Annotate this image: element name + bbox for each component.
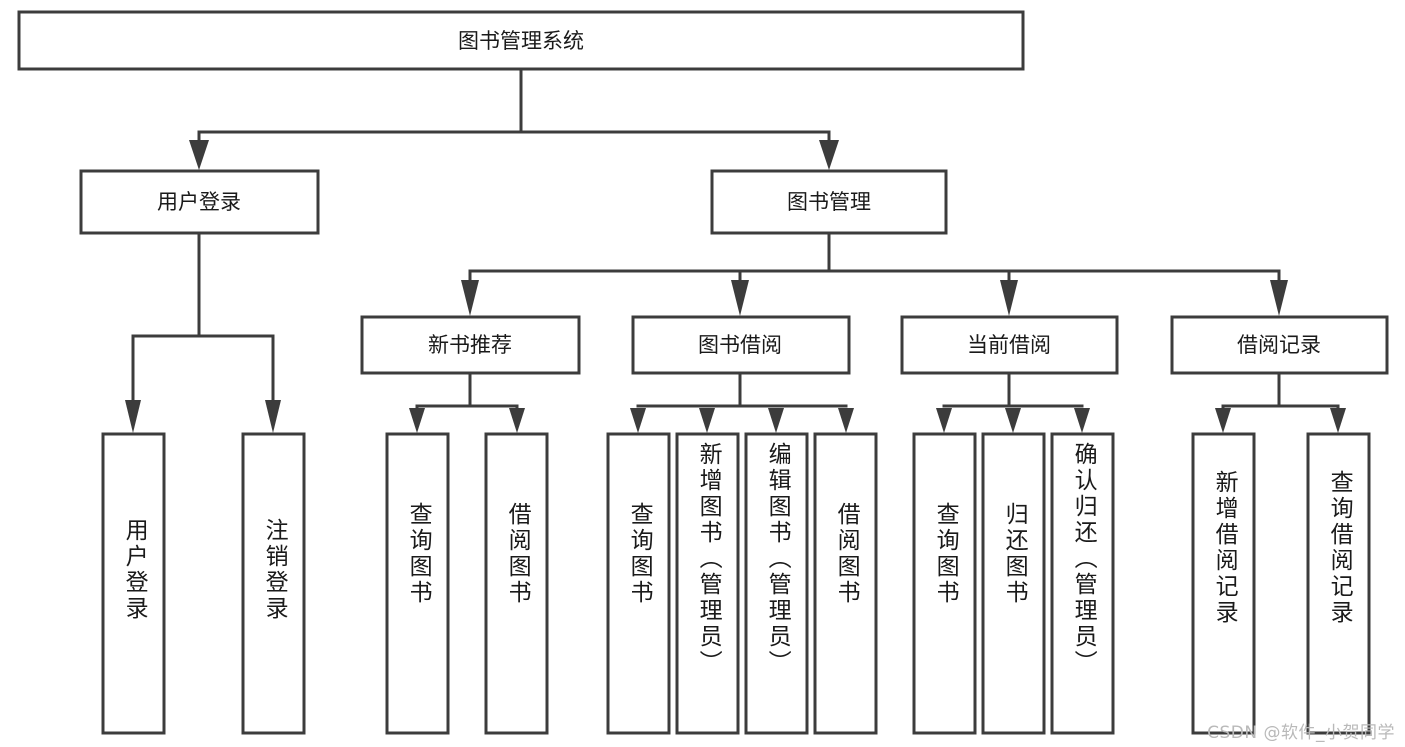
leaf-box-user-logout[interactable]: [241, 432, 306, 735]
leaf-box-query-record[interactable]: [1306, 432, 1371, 735]
node-book-manage-label: 图书管理: [787, 190, 871, 214]
connector-group-current-borrow-to-leaves: [936, 371, 1090, 433]
node-root-label: 图书管理系统: [458, 29, 584, 53]
connector-group-borrow-record-to-leaves: [1215, 371, 1346, 433]
leaf-box-borrow-book-2[interactable]: [813, 432, 878, 735]
node-borrow-record-label: 借阅记录: [1237, 333, 1321, 357]
arrow-head-new-book: [461, 280, 479, 316]
node-current-borrow[interactable]: 当前借阅: [900, 315, 1119, 375]
node-borrow-record-box[interactable]: [1170, 315, 1389, 375]
leaf-box-borrow-book-1[interactable]: [484, 432, 549, 735]
leaf-box-edit-book[interactable]: [744, 432, 809, 735]
connector-group-new-book-to-leaves: [409, 371, 525, 433]
connector-group-root-to-level2: [189, 67, 839, 170]
node-book-borrow[interactable]: 图书借阅: [631, 315, 851, 375]
node-root-box[interactable]: [17, 10, 1025, 71]
arrow-head-leaf-query-record: [1330, 408, 1346, 433]
arrow-head-leaf-add-book: [699, 408, 715, 433]
connector-group-user-login-to-leaves: [125, 231, 281, 433]
arrow-head-current-borrow: [1000, 280, 1018, 316]
node-book-borrow-label: 图书借阅: [698, 333, 782, 357]
arrow-head-leaf-user-login: [125, 400, 141, 433]
leaf-box-add-record[interactable]: [1191, 432, 1256, 735]
leaf-box-query-book-1[interactable]: [385, 432, 450, 735]
arrow-head-leaf-borrow-book-2: [838, 408, 854, 433]
node-new-book-recommend-label: 新书推荐: [428, 333, 512, 357]
node-new-book-recommend-box[interactable]: [360, 315, 581, 375]
arrow-head-leaf-query-book-1: [409, 408, 425, 433]
arrow-head-leaf-confirm-return: [1074, 408, 1090, 433]
arrow-head-leaf-borrow-book-1: [509, 408, 525, 433]
node-current-borrow-label: 当前借阅: [967, 333, 1051, 357]
node-borrow-record[interactable]: 借阅记录: [1170, 315, 1389, 375]
node-user-login[interactable]: 用户登录: [79, 169, 320, 235]
arrow-head-leaf-edit-book: [768, 408, 784, 433]
node-user-login-box[interactable]: [79, 169, 320, 235]
arrow-head-leaf-query-book-2: [630, 408, 646, 433]
csdn-watermark: CSDN @软件_小贺同学: [1207, 723, 1395, 743]
leaf-box-add-book[interactable]: [675, 432, 740, 735]
arrow-head-borrow-record: [1270, 280, 1288, 316]
leaf-box-user-login[interactable]: [101, 432, 166, 735]
arrow-head-leaf-query-book-3: [936, 408, 952, 433]
node-book-borrow-box[interactable]: [631, 315, 851, 375]
arrow-head-user-login: [189, 140, 209, 170]
node-user-login-label: 用户登录: [157, 190, 241, 214]
leaf-box-confirm-return[interactable]: [1050, 432, 1115, 735]
arrow-head-leaf-user-logout: [265, 400, 281, 433]
node-new-book-recommend[interactable]: 新书推荐: [360, 315, 581, 375]
arrow-head-book-manage: [819, 140, 839, 170]
arrow-head-book-borrow: [731, 280, 749, 316]
arrow-head-leaf-return-book: [1005, 408, 1021, 433]
leaf-box-group: [101, 432, 1371, 735]
node-book-manage-box[interactable]: [710, 169, 948, 235]
leaf-box-query-book-3[interactable]: [912, 432, 977, 735]
arrow-head-leaf-add-record: [1215, 408, 1231, 433]
node-root[interactable]: 图书管理系统: [17, 10, 1025, 71]
connector-group-book-borrow-to-leaves: [630, 371, 854, 433]
leaf-box-query-book-2[interactable]: [606, 432, 671, 735]
node-book-manage[interactable]: 图书管理: [710, 169, 948, 235]
node-current-borrow-box[interactable]: [900, 315, 1119, 375]
leaf-box-return-book[interactable]: [981, 432, 1046, 735]
connector-group-book-manage-to-level3: [461, 231, 1288, 316]
